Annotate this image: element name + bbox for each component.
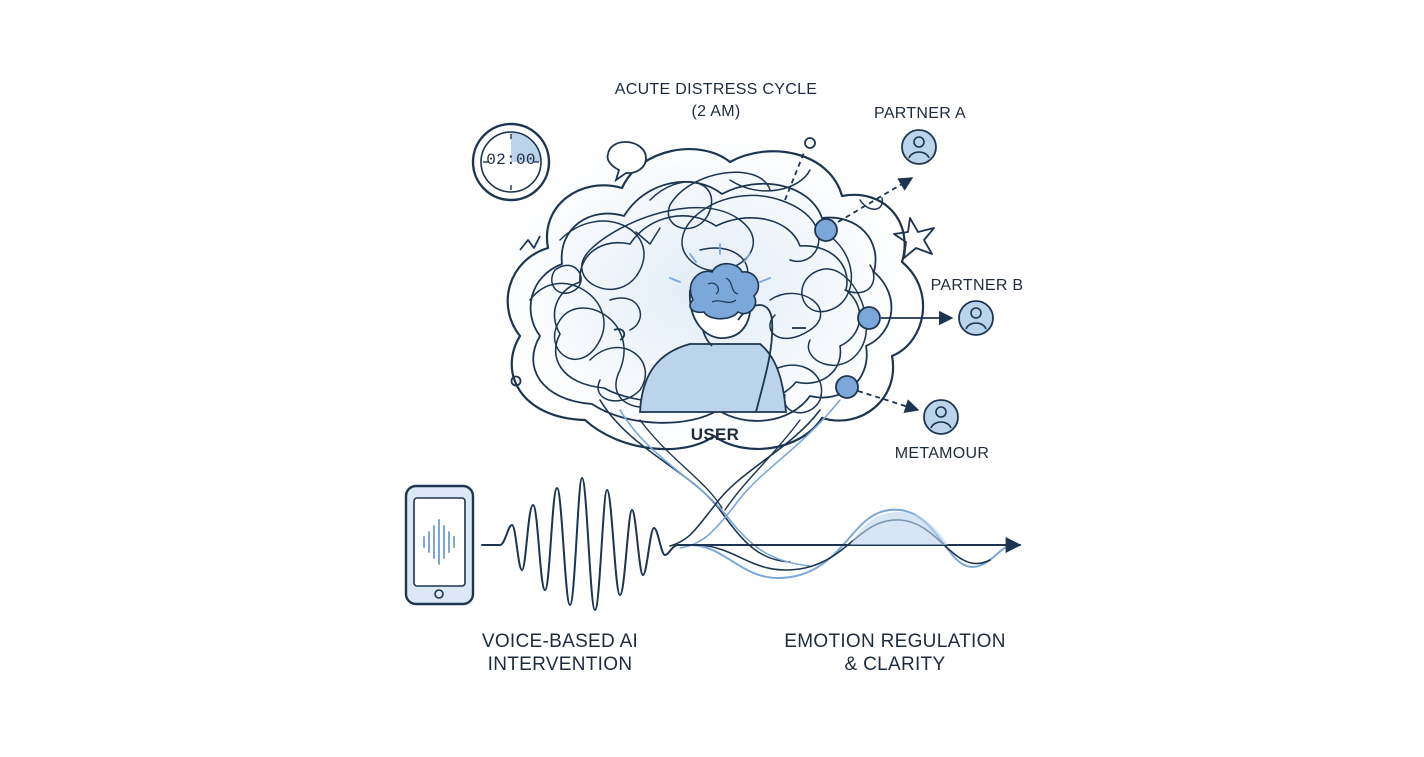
- partner-b-avatar: [958, 300, 994, 336]
- user-avatar-icon: [901, 129, 994, 435]
- intervention-line-1: VOICE-BASED AI: [481, 631, 639, 652]
- node-partner-b: [857, 306, 881, 330]
- intervention-line-2: INTERVENTION: [487, 654, 633, 675]
- metamour-label: METAMOUR: [894, 445, 990, 462]
- user-figure: [639, 243, 787, 413]
- clock-icon: [471, 122, 551, 202]
- node-metamour: [835, 375, 859, 399]
- clock-time: 02:00: [486, 151, 536, 169]
- alert-bubble-icon: [606, 141, 647, 183]
- user-label: USER: [690, 425, 740, 444]
- waveform-icon: [423, 519, 455, 565]
- node-partner-a: [814, 218, 838, 242]
- decorative-sparks: [510, 137, 935, 387]
- phone-icon: [404, 484, 475, 606]
- connection-nodes: [784, 149, 954, 413]
- title-line-2: (2 AM): [691, 103, 741, 120]
- thought-threads: [599, 399, 841, 567]
- metamour-avatar: [923, 399, 959, 435]
- partner-a-label: PARTNER A: [874, 105, 966, 122]
- brain-icon: [689, 262, 760, 320]
- partner-b-label: PARTNER B: [930, 277, 1024, 294]
- signal-waves: [481, 476, 1022, 612]
- outcome-line-2: & CLARITY: [844, 654, 946, 675]
- title-line-1: ACUTE DISTRESS CYCLE: [614, 81, 818, 98]
- partner-a-avatar: [901, 129, 937, 165]
- outcome-line-1: EMOTION REGULATION: [784, 631, 1006, 652]
